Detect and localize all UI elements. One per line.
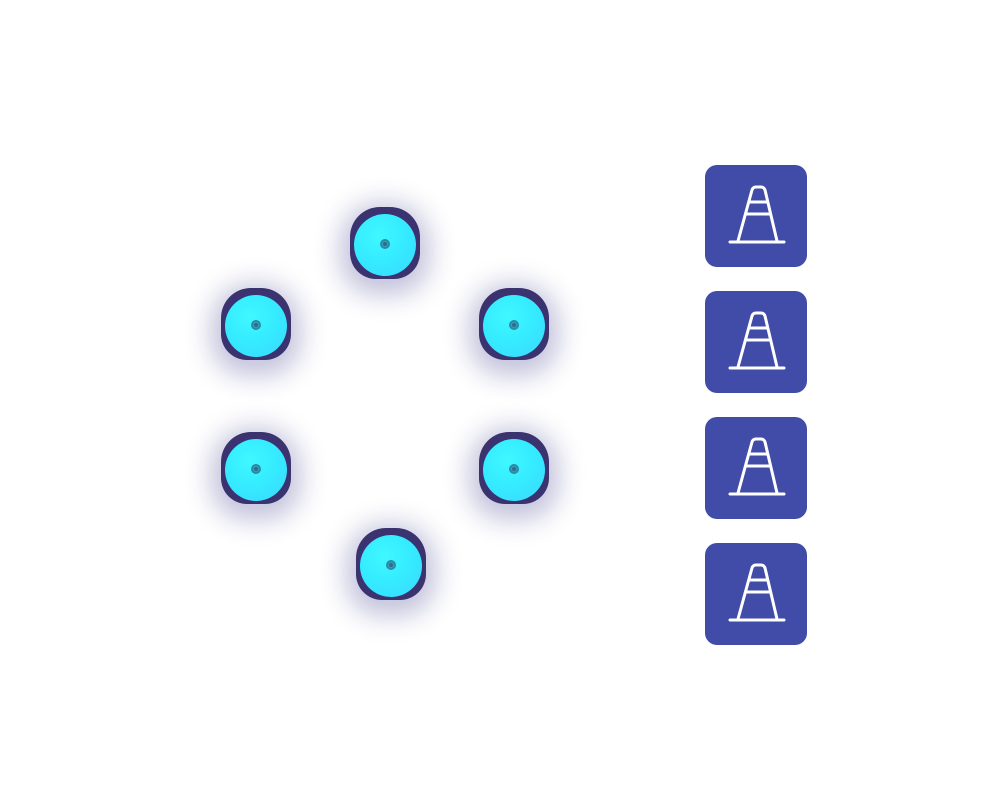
- cone-icon: [728, 437, 786, 496]
- cone-tile-3[interactable]: [705, 417, 807, 519]
- target-bottom[interactable]: [356, 528, 426, 600]
- target-center-dot: [251, 320, 261, 330]
- cone-tile-2[interactable]: [705, 291, 807, 393]
- target-center-dot: [509, 464, 519, 474]
- cone-icon: [728, 311, 786, 370]
- target-top[interactable]: [350, 207, 420, 279]
- target-upper-left[interactable]: [221, 288, 291, 360]
- target-lower-right[interactable]: [479, 432, 549, 504]
- cone-icon: [728, 563, 786, 622]
- cone-tile-4[interactable]: [705, 543, 807, 645]
- target-center-dot: [251, 464, 261, 474]
- target-center-dot: [380, 239, 390, 249]
- target-center-dot: [386, 560, 396, 570]
- target-center-dot: [509, 320, 519, 330]
- cone-icon: [728, 185, 786, 244]
- target-lower-left[interactable]: [221, 432, 291, 504]
- target-upper-right[interactable]: [479, 288, 549, 360]
- cone-tile-1[interactable]: [705, 165, 807, 267]
